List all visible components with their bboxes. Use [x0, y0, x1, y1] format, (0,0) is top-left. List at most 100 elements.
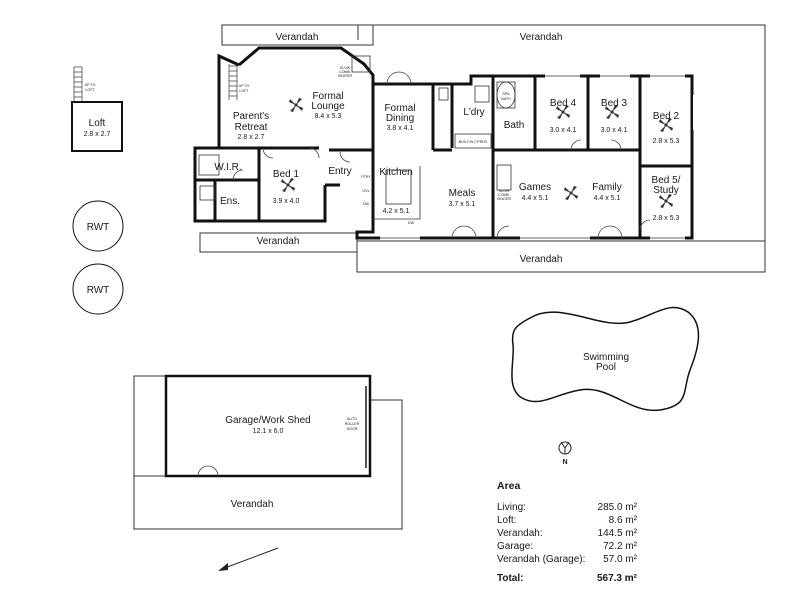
heater-note: COMB.	[498, 193, 510, 197]
area-row-label: Garage:	[497, 541, 534, 552]
kitchen-label: Kitchen	[379, 167, 412, 178]
loft-note: LOFT	[239, 89, 249, 93]
meals-label: Meals	[449, 188, 476, 199]
loft-label: Loft	[89, 118, 106, 129]
area-row-label: Verandah (Garage):	[497, 554, 586, 565]
area-row-value: 57.0 m²	[603, 554, 637, 565]
bath-label: Bath	[504, 120, 525, 131]
verandah-label: Verandah	[257, 236, 300, 247]
bed1-size: 3.9 x 4.0	[273, 198, 300, 205]
kitchen-note: DW	[363, 202, 370, 206]
verandah-label: Verandah	[276, 32, 319, 43]
heater-note: SLOW	[499, 189, 510, 193]
bed4-size: 3.0 x 4.1	[550, 127, 577, 134]
area-row: Living: 285.0 m²	[497, 501, 637, 514]
loft-note: UP TO	[239, 84, 250, 88]
area-table: Area Living: 285.0 m² Loft: 8.6 m² Veran…	[497, 480, 637, 585]
area-row-value: 144.5 m²	[597, 528, 637, 539]
window-gaps	[380, 74, 697, 240]
loft-note: UP TO	[85, 83, 96, 87]
spa-note: SPA	[503, 92, 511, 96]
parents-retreat-label: Retreat	[235, 122, 268, 133]
swimming-pool	[511, 306, 700, 412]
loft-note: LOFT	[85, 88, 95, 92]
entry-label: Entry	[328, 166, 351, 177]
direction-arrow	[218, 547, 279, 571]
roller-door-note: ROLLER	[345, 422, 360, 426]
roller-door-note: DOOR	[347, 427, 358, 431]
rwt-label: RWT	[87, 285, 110, 296]
garage-size: 12.1 x 6.0	[253, 428, 284, 435]
kitchen-size: 4.2 x 5.1	[383, 208, 410, 215]
meals-size: 3.7 x 5.1	[449, 201, 476, 208]
pool-label: Pool	[596, 362, 616, 373]
rwt-label: RWT	[87, 222, 110, 233]
area-total-row: Total: 567.3 m²	[497, 572, 637, 585]
wir-label: W.I.R.	[214, 162, 241, 173]
compass-label: N	[562, 459, 567, 466]
rwt-tank-2	[72, 263, 124, 315]
formal-dining-label: Dining	[386, 113, 414, 124]
compass-icon: N	[558, 441, 572, 466]
bed1-label: Bed 1	[273, 169, 300, 180]
bed5-label: Study	[653, 185, 679, 196]
verandah-label: Verandah	[520, 254, 563, 265]
area-row-value: 8.6 m²	[608, 515, 637, 526]
parents-retreat-size: 2.8 x 2.7	[238, 134, 265, 141]
bed2-label: Bed 2	[653, 111, 680, 122]
area-row-label: Verandah:	[497, 528, 543, 539]
area-row: Verandah (Garage): 57.0 m²	[497, 553, 637, 566]
family-size: 4.4 x 5.1	[594, 195, 621, 202]
verandah-label: Verandah	[520, 32, 563, 43]
area-row-value: 285.0 m²	[597, 502, 637, 513]
loft-stairs	[73, 64, 238, 102]
bed5-label: Bed 5/	[652, 175, 681, 186]
ceiling-fan-icon	[281, 178, 295, 192]
house-walls	[193, 46, 694, 240]
loft-size: 2.8 x 2.7	[84, 131, 111, 138]
laundry-label: L'dry	[463, 107, 484, 118]
area-row: Loft: 8.6 m²	[497, 514, 637, 527]
area-row: Garage: 72.2 m²	[497, 540, 637, 553]
bed5-size: 2.8 x 5.3	[653, 215, 680, 222]
kitchen-note: OVL	[362, 189, 369, 193]
bed2-size: 2.8 x 5.3	[653, 138, 680, 145]
area-total-label: Total:	[497, 573, 524, 584]
area-row: Verandah: 144.5 m²	[497, 527, 637, 540]
bed3-size: 3.0 x 4.1	[601, 127, 628, 134]
door-swings	[232, 71, 651, 239]
formal-dining-label: Formal	[384, 103, 415, 114]
games-size: 4.4 x 5.1	[522, 195, 549, 202]
ceiling-fan-icon	[289, 98, 303, 112]
plan-notes: SLOW COMB. HEATER SLOW COMB. HEATER UP T…	[85, 66, 512, 431]
loft-walls	[71, 101, 123, 152]
builtin-note: BUILT-IN C'PRDS	[459, 140, 488, 144]
family-label: Family	[592, 182, 621, 193]
ensuite-label: Ens.	[220, 196, 240, 207]
formal-dining-size: 3.8 x 4.1	[387, 125, 414, 132]
kitchen-note: DW	[408, 221, 415, 225]
area-row-label: Living:	[497, 502, 526, 513]
garage-label: Garage/Work Shed	[225, 415, 310, 426]
spa-note: BATH	[501, 97, 511, 101]
bed4-label: Bed 4	[550, 98, 577, 109]
roller-door-note: AUTO	[347, 417, 357, 421]
room-labels: Verandah Verandah Verandah Verandah Vera…	[84, 32, 681, 510]
ceiling-fan-icon	[659, 194, 673, 208]
heater-note: HEATER	[497, 197, 512, 201]
bed3-label: Bed 3	[601, 98, 628, 109]
heater-note: COMB.	[339, 70, 351, 74]
window-lines	[380, 75, 685, 239]
kitchen-note: PTRY	[361, 175, 371, 179]
verandah-outlines	[133, 24, 766, 530]
pool-label: Swimming	[583, 352, 629, 363]
area-title: Area	[497, 480, 521, 492]
garage-walls	[164, 374, 372, 478]
ceiling-fan-icon	[564, 186, 578, 200]
heater-note: HEATER	[338, 74, 353, 78]
formal-lounge-size: 8.4 x 5.3	[315, 113, 342, 120]
games-label: Games	[519, 182, 551, 193]
area-row-value: 72.2 m²	[603, 541, 637, 552]
area-total-value: 567.3 m²	[596, 573, 637, 584]
